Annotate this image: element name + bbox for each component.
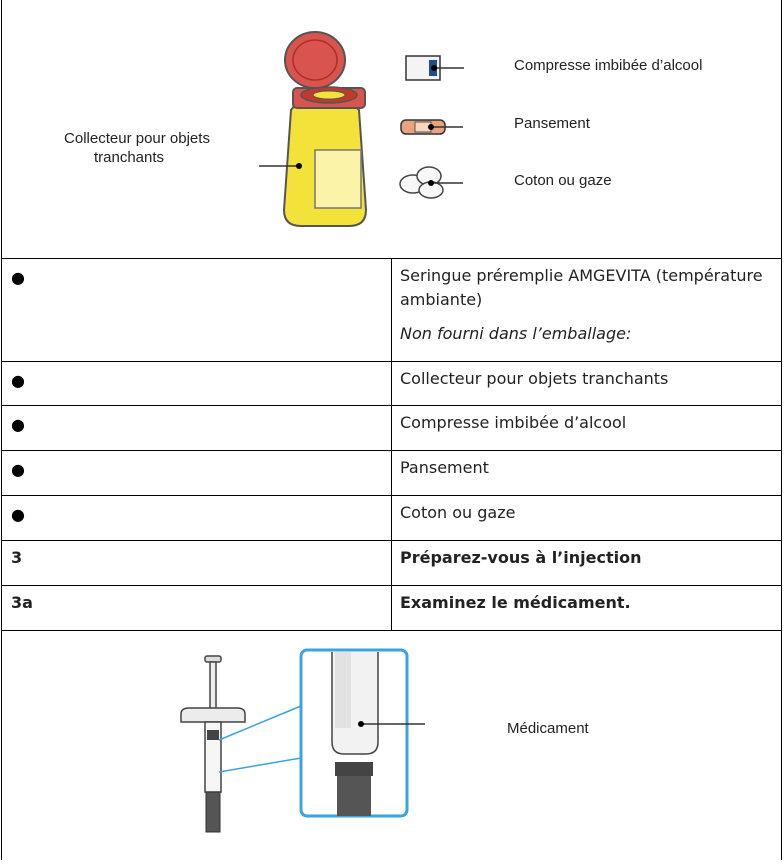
row-text: Pansement	[400, 458, 489, 477]
row-divider	[1, 450, 782, 451]
supplies-illustration: Collecteur pour objets tranchants Compre…	[64, 31, 702, 227]
row-divider	[1, 585, 782, 586]
row-text: Seringue préremplie AMGEVITA (températur…	[400, 266, 763, 309]
table-row: ● Pansement	[1, 450, 782, 495]
bandage-label: Pansement	[514, 115, 591, 132]
cotton-gauze-label: Coton ou gaze	[514, 172, 612, 189]
border-left	[1, 0, 2, 860]
syringe-illustration: Médicament	[180, 648, 590, 833]
table-row: 3 Préparez-vous à l’injection	[1, 540, 782, 585]
row-bullet: ●	[11, 505, 25, 524]
collector-label-line2: tranchants	[94, 149, 164, 166]
step-title: Examinez le médicament.	[400, 593, 631, 612]
collector-label-line1: Collecteur pour objets	[64, 130, 210, 147]
row-divider	[1, 630, 782, 631]
row-text: Compresse imbibée d’alcool	[400, 413, 627, 432]
row-bullet: ●	[11, 415, 25, 434]
row-divider	[1, 361, 782, 362]
zoom-detail-icon	[299, 648, 425, 818]
cotton-gauze-icon	[399, 166, 463, 199]
row-text: Collecteur pour objets tranchants	[400, 369, 669, 388]
row-bullet: ●	[11, 371, 25, 390]
row-note: Non fourni dans l’emballage:	[400, 324, 632, 343]
row-divider	[1, 258, 782, 259]
column-divider	[391, 258, 392, 630]
medication-label: Médicament	[507, 720, 590, 737]
row-bullet: ●	[11, 268, 25, 287]
table-row: 3a Examinez le médicament.	[1, 585, 782, 630]
alcohol-swab-label: Compresse imbibée d’alcool	[514, 57, 702, 74]
step-number: 3	[11, 548, 23, 567]
border-right	[781, 0, 782, 860]
step-number: 3a	[11, 593, 33, 612]
alcohol-swab-icon	[405, 55, 464, 81]
supplies-figure-cell: Collecteur pour objets tranchants Compre…	[1, 0, 782, 258]
table-row: ● Collecteur pour objets tranchants	[1, 361, 782, 405]
bandage-icon	[400, 119, 463, 135]
prefilled-syringe-icon	[180, 655, 246, 833]
step-title: Préparez-vous à l’injection	[400, 548, 642, 567]
row-text: Coton ou gaze	[400, 503, 516, 522]
sharps-container-icon	[259, 31, 368, 227]
medication-figure-cell: Médicament	[1, 630, 782, 860]
row-divider	[1, 495, 782, 496]
row-divider	[1, 540, 782, 541]
table-row: ● Compresse imbibée d’alcool	[1, 405, 782, 450]
table-row: ● Seringue préremplie AMGEVITA (températ…	[1, 258, 782, 361]
row-divider	[1, 405, 782, 406]
row-bullet: ●	[11, 460, 25, 479]
table-row: ● Coton ou gaze	[1, 495, 782, 540]
